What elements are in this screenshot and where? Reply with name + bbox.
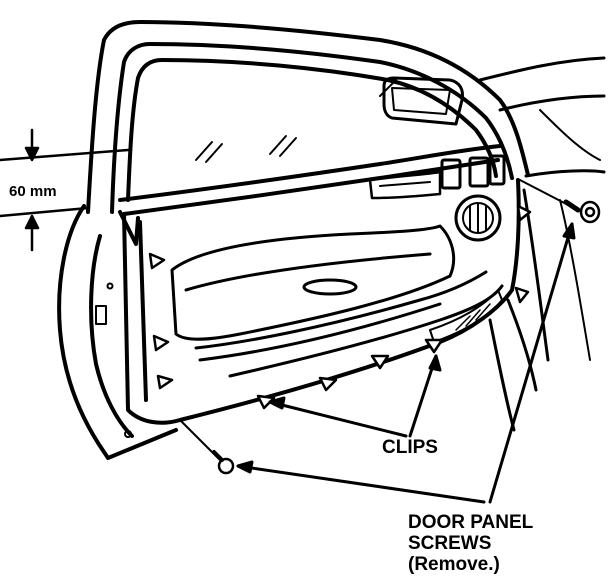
- speaker: [454, 194, 502, 242]
- switch-panel: [368, 154, 506, 200]
- clips-callout: [268, 354, 442, 438]
- clip-marker: [318, 376, 338, 392]
- door-outer-skin: [57, 204, 178, 460]
- window-glass: [195, 79, 397, 163]
- dimension-label: 60 mm: [8, 183, 58, 200]
- door-panel-screws-label: DOOR PANEL SCREWS (Remove.): [408, 512, 533, 575]
- clip-marker: [514, 286, 530, 304]
- clips-label: CLIPS: [382, 437, 438, 458]
- clip-marker: [148, 252, 166, 270]
- lower-pocket: [228, 284, 504, 378]
- door-frame: [86, 20, 530, 214]
- clip-marker: [152, 334, 170, 352]
- screws-label-line3: (Remove.): [408, 554, 500, 575]
- screw-right: [519, 179, 601, 224]
- side-mirror: [382, 76, 464, 126]
- door-trim-panel: [118, 178, 521, 425]
- screws-label-line2: SCREWS: [408, 533, 492, 554]
- clip-markers: [148, 204, 532, 410]
- screw-left: [179, 419, 235, 475]
- dashboard: [478, 56, 606, 432]
- clip-marker: [156, 374, 174, 390]
- panel-top-rail: [118, 144, 502, 216]
- dimension-60mm: [0, 128, 130, 252]
- screws-label-line1: DOOR PANEL: [408, 512, 534, 533]
- screws-callout: [236, 222, 576, 504]
- clip-marker: [370, 354, 390, 370]
- clip-marker: [516, 204, 532, 222]
- armrest: [170, 224, 488, 362]
- clip-marker: [424, 338, 444, 354]
